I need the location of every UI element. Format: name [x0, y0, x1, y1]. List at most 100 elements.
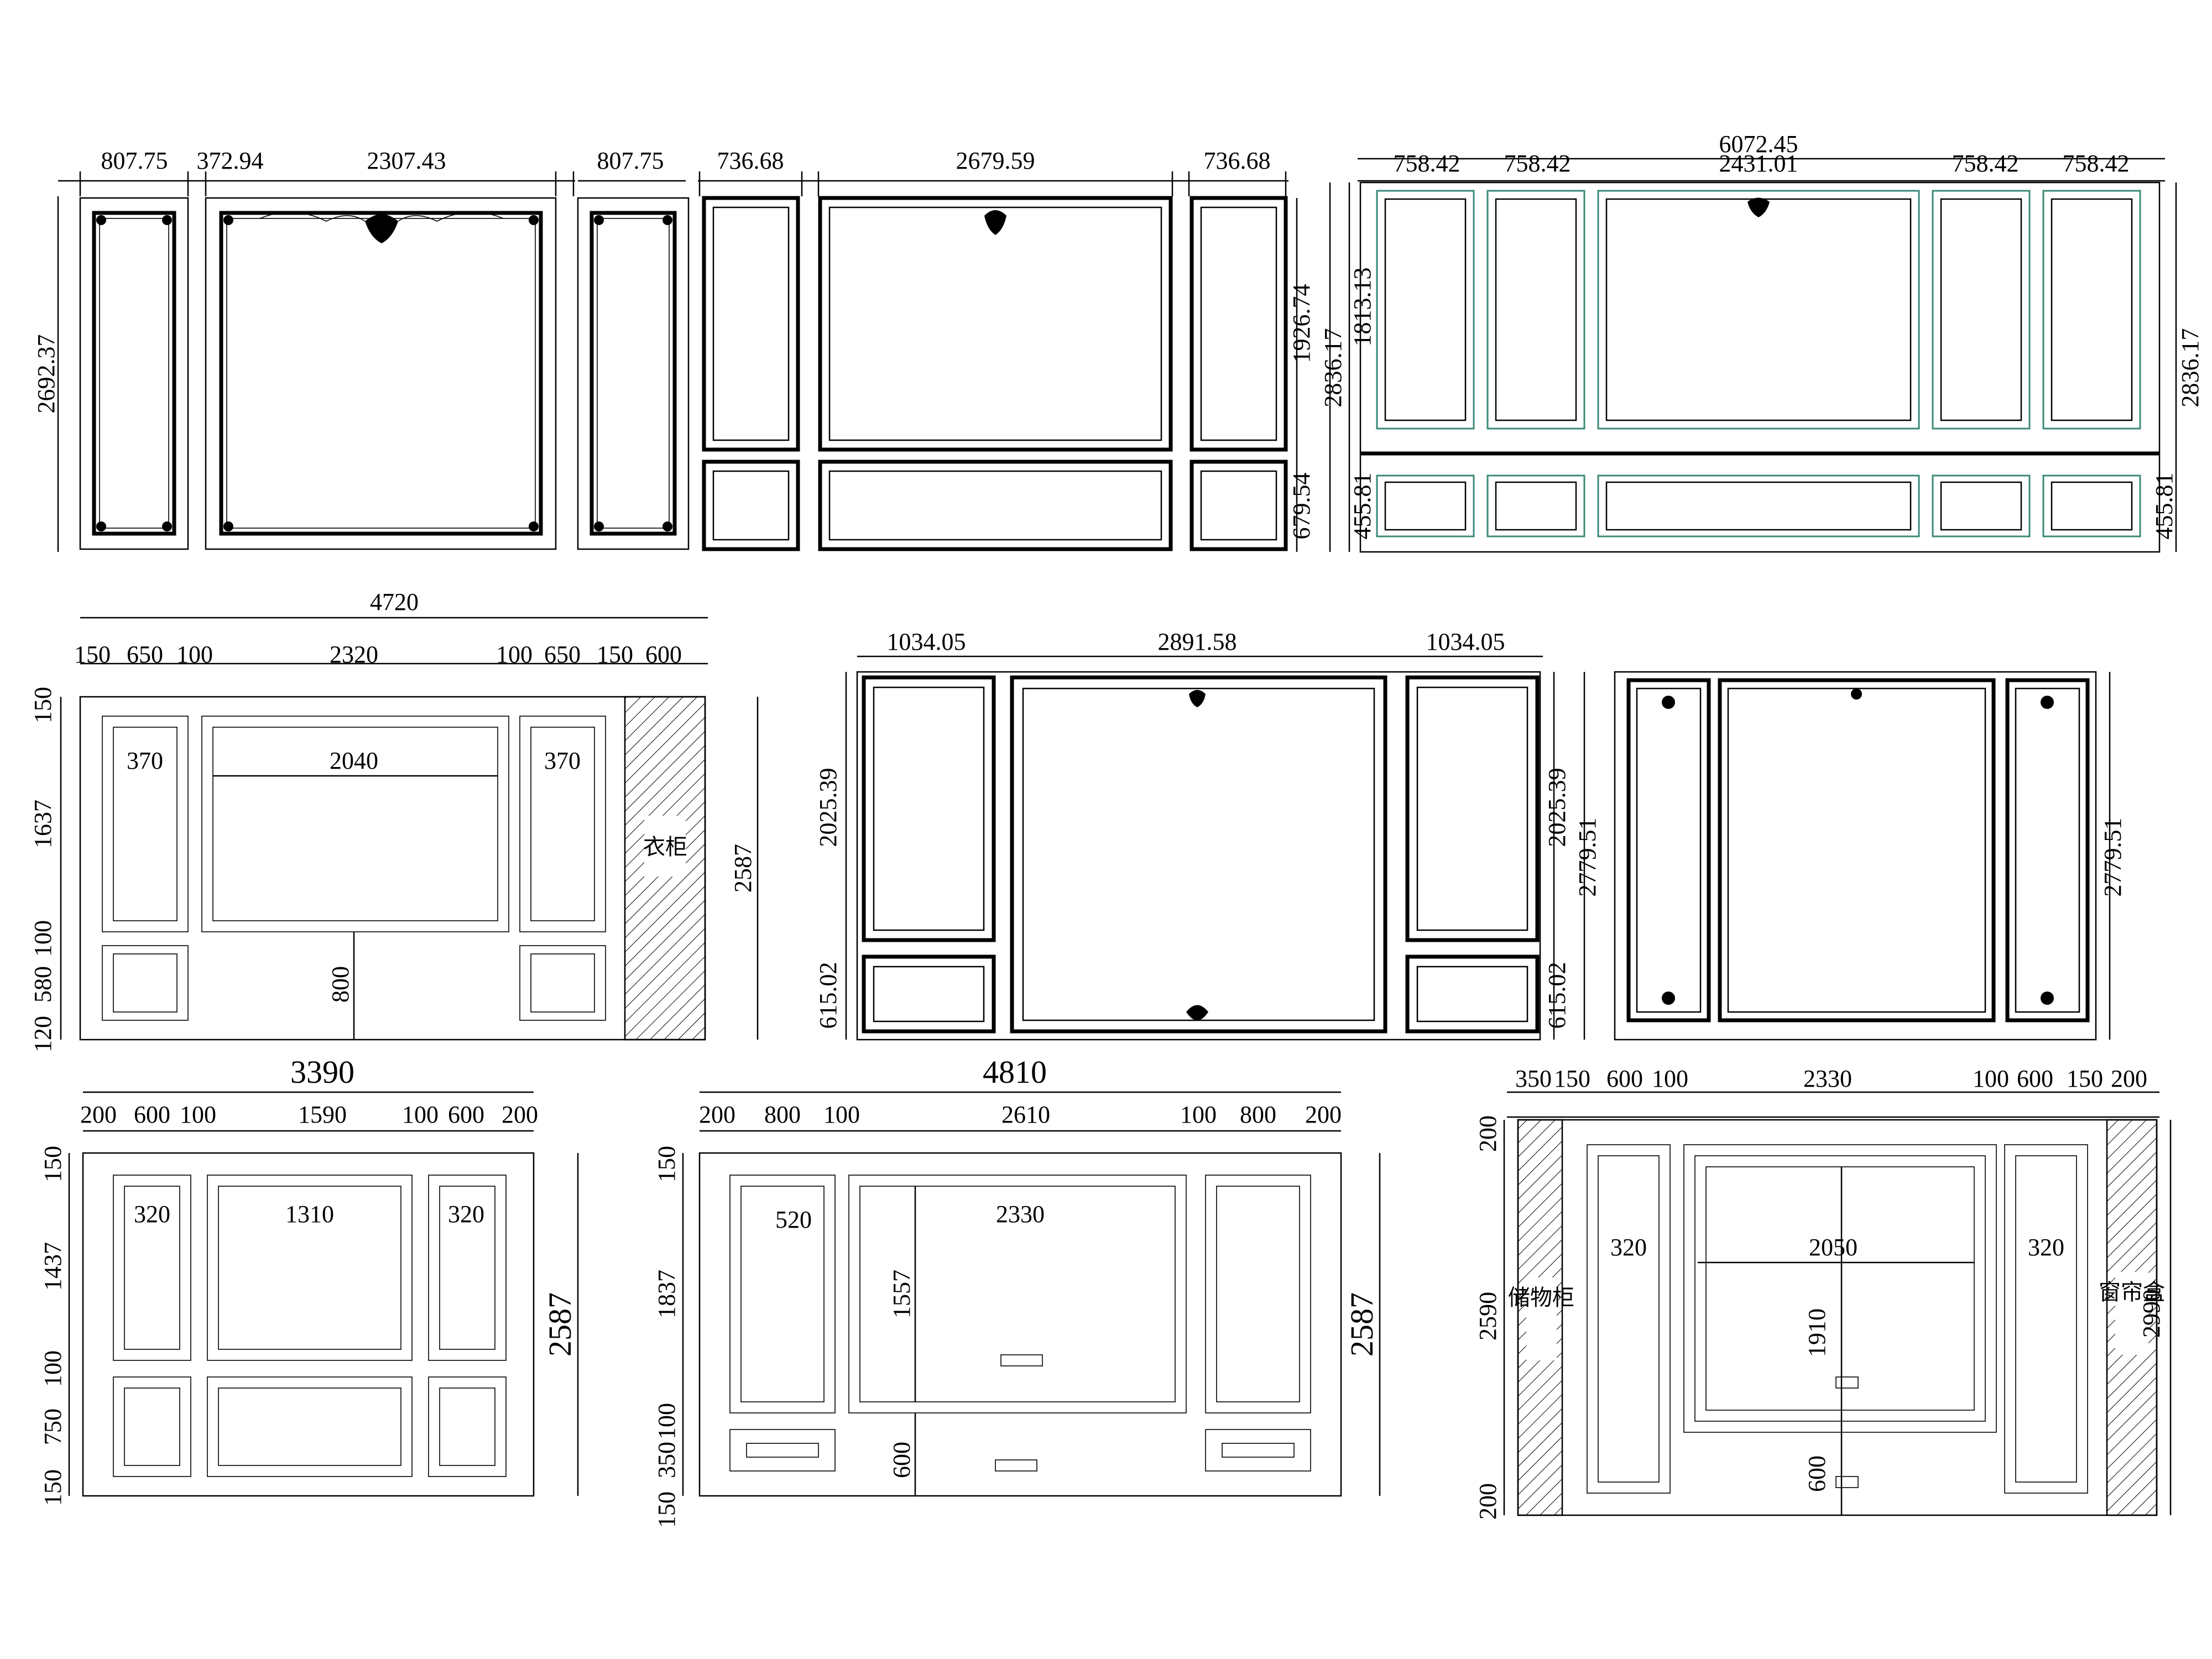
dim-p7-total: 3390: [290, 1054, 354, 1090]
dim-p1-c: 2307.43: [367, 147, 446, 174]
dim-p8-inner-left: 520: [775, 1206, 812, 1233]
crown-ornament-icon: [1747, 197, 1770, 217]
dim-p4-a: 150: [74, 641, 111, 668]
wall-elevation-7: 3390 200 600 100 1590 100 600 200 320 13…: [39, 1054, 579, 1506]
crown-ornament-icon: [984, 210, 1006, 235]
dim-p8-total: 4810: [983, 1054, 1047, 1090]
dim-p6-height: 2779.51: [2099, 818, 2126, 897]
wall-elevation-9: 350 150 600 100 2330 100 600 150 200 储物柜…: [1474, 1065, 2172, 1520]
dim-p7-d: 1590: [298, 1101, 347, 1128]
dim-p3-d: 758.42: [1952, 150, 2019, 177]
dim-p4-b: 650: [127, 641, 163, 668]
dim-p9-mid-b: 600: [1803, 1455, 1830, 1492]
dim-p9-f: 100: [1973, 1065, 2009, 1092]
dim-p7-v-a: 150: [39, 1146, 66, 1182]
dim-p8-v-d: 350: [653, 1442, 680, 1478]
dim-p4-c: 100: [176, 641, 213, 668]
dim-p7-a: 200: [80, 1101, 117, 1128]
dim-p8-f: 800: [1240, 1101, 1276, 1128]
wall-elevation-5: 1034.05 2891.58 1034.05 2025.39 615.02 2…: [815, 628, 1601, 1041]
dim-p9-g: 600: [2017, 1065, 2053, 1092]
dim-p4-f: 650: [544, 641, 581, 668]
crown-ornament-icon: [365, 214, 398, 243]
dim-p4-inner-center: 2040: [330, 747, 378, 774]
dim-p4-v-b: 1637: [29, 800, 56, 848]
dim-p2-b: 2679.59: [956, 147, 1035, 174]
dim-p5-height: 2779.51: [1574, 818, 1601, 897]
wall-elevation-4: 4720 150 650 100 2320 100 650 150 600 37…: [29, 588, 759, 1052]
dim-p5-right-upper: 2025.39: [1543, 768, 1571, 847]
dim-p5-right-lower: 615.02: [1543, 962, 1571, 1029]
dim-p4-v-c: 100: [29, 920, 56, 957]
dim-p9-mid-a: 1910: [1803, 1308, 1830, 1357]
dim-p9-c: 600: [1606, 1065, 1643, 1092]
dim-p4-mid: 800: [327, 966, 354, 1003]
dim-p4-total: 4720: [370, 588, 419, 615]
dim-p5-left-lower: 615.02: [815, 962, 842, 1029]
dim-p4-d: 2320: [330, 641, 378, 668]
dim-p8-c: 100: [823, 1101, 860, 1128]
crown-ornament-icon: [1189, 690, 1206, 707]
dim-p7-inner-right: 320: [448, 1201, 484, 1228]
dim-p1-d: 807.75: [597, 147, 664, 174]
dim-p7-c: 100: [180, 1101, 216, 1128]
dim-p8-v-a: 150: [653, 1146, 680, 1182]
dim-p8-v-c: 100: [653, 1403, 680, 1439]
dim-p3-a: 758.42: [1394, 150, 1460, 177]
wall-elevation-1: 807.75 372.94 2307.43 2692.37 807.75: [33, 147, 690, 552]
dim-p9-e: 2330: [1803, 1065, 1852, 1092]
dim-p4-e: 100: [496, 641, 533, 668]
dim-p2-a: 736.68: [717, 147, 784, 174]
dim-p4-inner-right: 370: [544, 747, 581, 774]
dim-p8-e: 100: [1180, 1101, 1217, 1128]
base-ornament-icon: [1186, 1005, 1208, 1020]
corner-ornament-icon: [1662, 688, 2054, 1005]
dim-p9-v-c: 200: [1474, 1483, 1501, 1520]
dim-p9-inner-right: 320: [2028, 1234, 2064, 1261]
wall-elevation-6: 2779.51: [1614, 671, 2126, 1041]
dim-p8-v-e: 150: [653, 1491, 680, 1528]
dim-p3-e: 758.42: [2063, 150, 2130, 177]
dim-p8-v-b: 1837: [653, 1270, 680, 1318]
dim-p9-v-b: 2590: [1474, 1292, 1501, 1340]
wall-elevation-2: 736.68 2679.59 736.68 1926.74 679.54: [698, 147, 1315, 552]
dim-p9-v-a: 200: [1474, 1115, 1501, 1152]
dim-p5-a: 1034.05: [887, 628, 966, 655]
dim-p4-v-d: 580: [29, 966, 56, 1003]
dim-p7-b: 600: [134, 1101, 170, 1128]
dim-p3-height-right: 2836.17: [2177, 328, 2204, 408]
dim-p7-v-d: 750: [39, 1408, 66, 1445]
wall-elevation-3: 6072.45 758.42 758.42 2431.01 758.42 758…: [1319, 131, 2204, 553]
corner-ornament-icon: [96, 215, 672, 531]
dim-p2-upper: 1926.74: [1288, 284, 1315, 363]
curtain-box-label: 窗帘盒: [2099, 1280, 2165, 1305]
dim-p1-b: 372.94: [197, 147, 264, 174]
dim-p5-left-upper: 2025.39: [815, 768, 842, 847]
dim-p3-lower-right: 455.81: [2151, 473, 2178, 540]
dim-p2-lower: 679.54: [1288, 473, 1315, 540]
dim-p9-h: 150: [2067, 1065, 2103, 1092]
dim-p7-inner-center: 1310: [285, 1201, 334, 1228]
dim-p7-inner-left: 320: [134, 1201, 170, 1228]
dim-p8-a: 200: [699, 1101, 735, 1128]
dim-p8-b: 800: [764, 1101, 801, 1128]
dim-p9-height: 2990: [2138, 1289, 2165, 1338]
dim-p4-v-e: 120: [29, 1016, 56, 1052]
dim-p8-height: 2587: [1344, 1292, 1380, 1357]
dim-p9-a: 350: [1515, 1065, 1552, 1092]
dim-p3-b: 758.42: [1504, 150, 1571, 177]
dim-p8-g: 200: [1305, 1101, 1342, 1128]
dim-p9-inner-center: 2050: [1809, 1234, 1858, 1261]
dim-p8-d: 2610: [1001, 1101, 1050, 1128]
dim-p2-c: 736.68: [1204, 147, 1271, 174]
dim-p3-total: 6072.45: [1719, 131, 1798, 158]
storage-cabinet-label: 储物柜: [1508, 1285, 1574, 1311]
dim-p4-v-a: 150: [29, 687, 56, 723]
dim-p9-d: 100: [1652, 1065, 1688, 1092]
dim-p7-height: 2587: [542, 1292, 578, 1357]
wardrobe-label: 衣柜: [643, 834, 687, 860]
dim-p7-e: 100: [402, 1101, 439, 1128]
dim-p9-i: 200: [2111, 1065, 2147, 1092]
dim-p3-c: 2431.01: [1719, 150, 1798, 177]
